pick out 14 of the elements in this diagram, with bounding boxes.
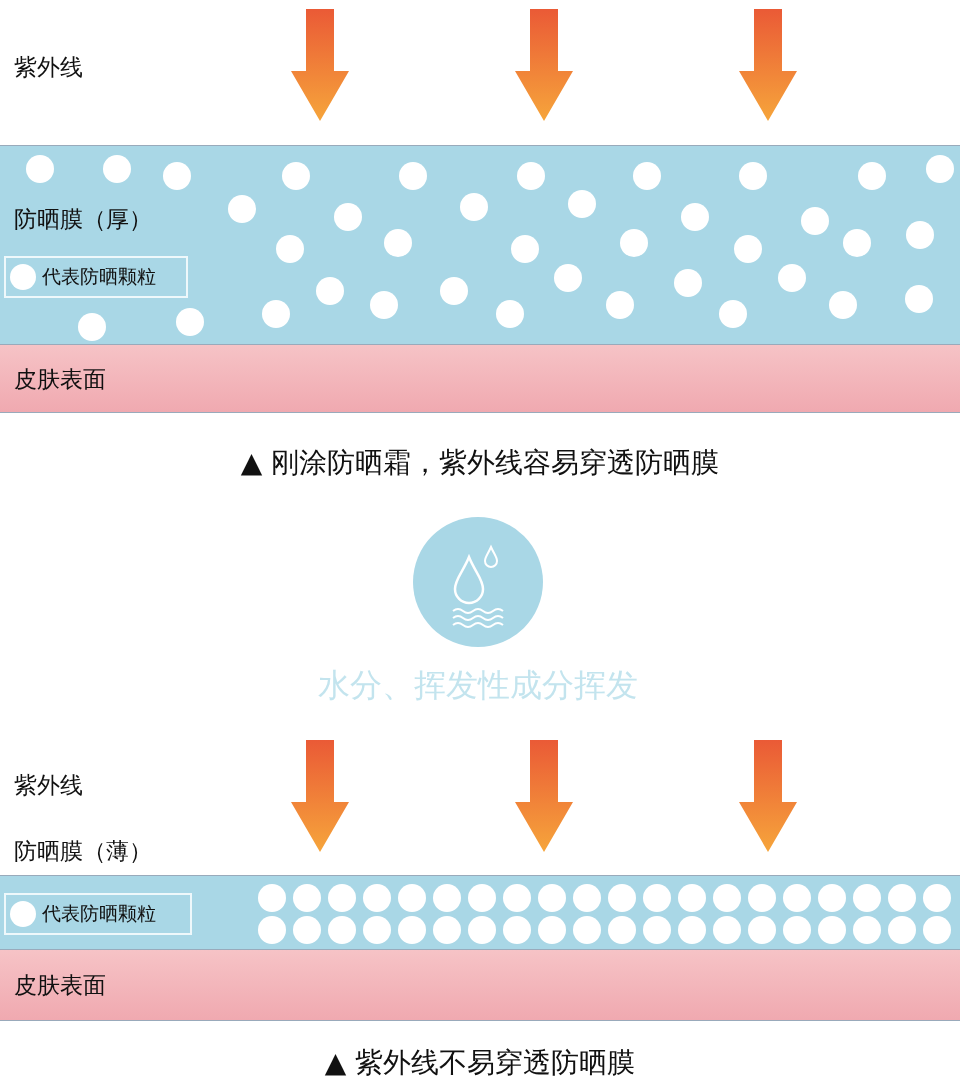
- label: 紫外线: [14, 53, 83, 82]
- layer-label: 皮肤表面: [14, 364, 106, 394]
- legend-text: 代表防晒颗粒: [42, 264, 156, 289]
- water-drop-icon: [413, 517, 543, 647]
- label: 紫外线: [14, 771, 83, 800]
- caption: ▲ 紫外线不易穿透防晒膜: [324, 1045, 636, 1081]
- legend-text: 代表防晒颗粒: [42, 901, 156, 926]
- skin-layer: [0, 949, 960, 1021]
- caption: ▲ 刚涂防晒霜，紫外线容易穿透防晒膜: [240, 445, 720, 481]
- skin-layer: [0, 344, 960, 413]
- process-text: 水分、挥发性成分挥发: [318, 665, 638, 706]
- film-label: 防晒膜（薄）: [14, 837, 152, 866]
- layer-label: 皮肤表面: [14, 971, 106, 1000]
- film-label: 防晒膜（厚）: [14, 205, 152, 234]
